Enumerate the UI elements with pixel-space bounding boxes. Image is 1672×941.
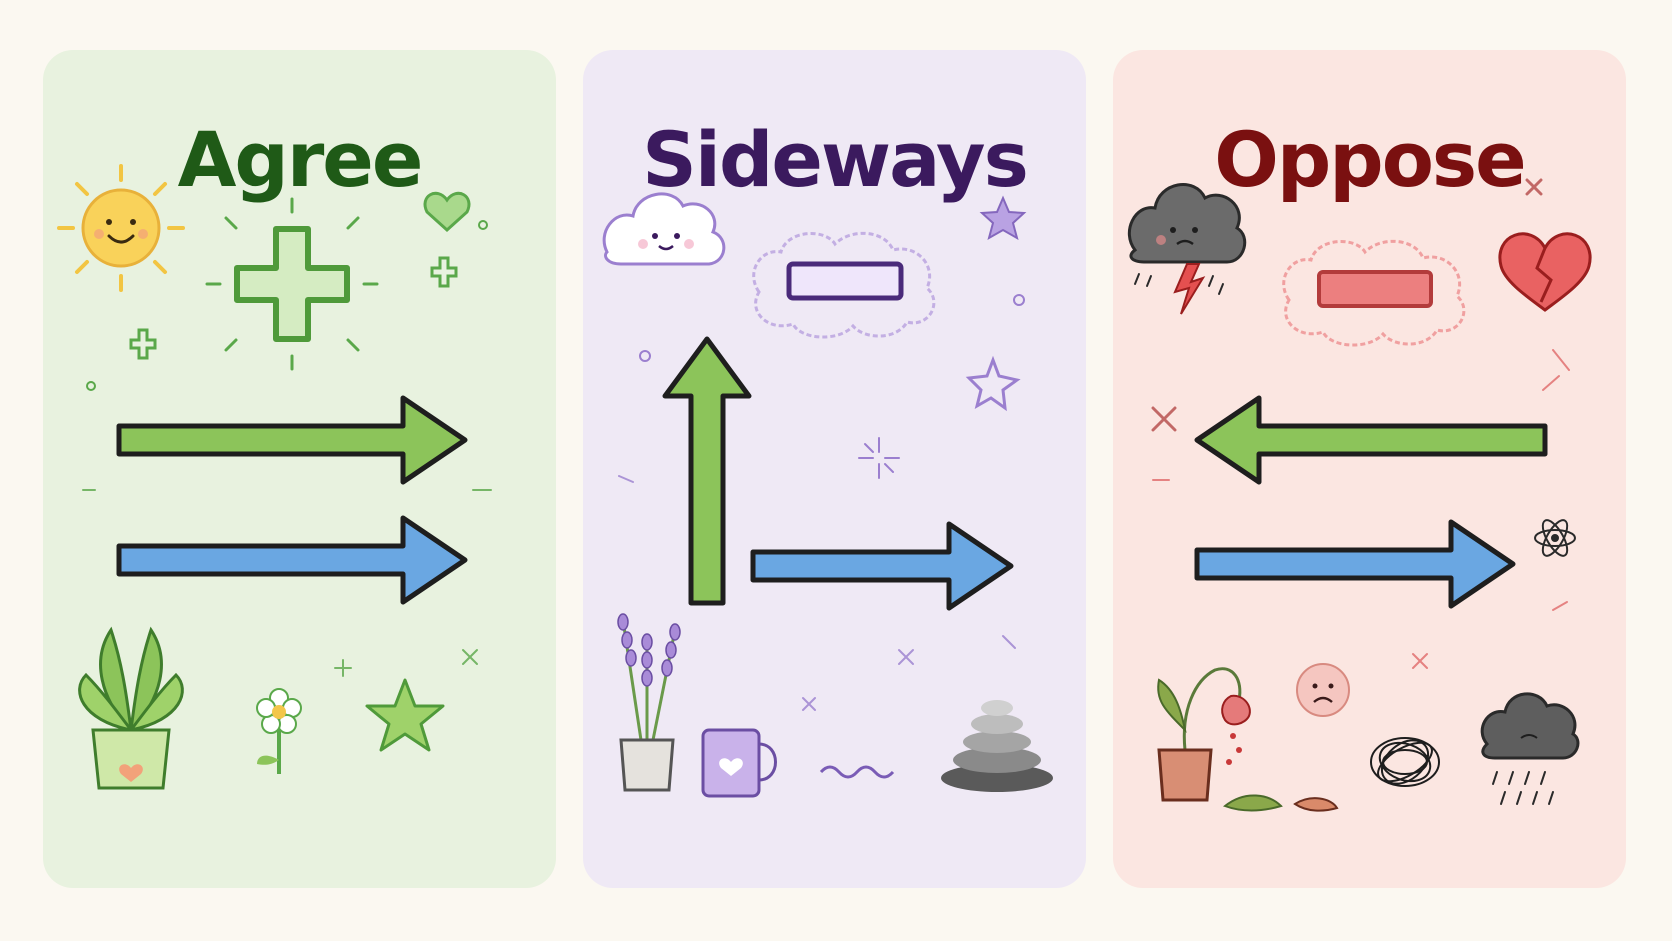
wave-icon [819,765,895,779]
oppose-illustration [1128,178,1592,812]
mug-icon [701,728,777,798]
sideways-illustration [602,192,1053,798]
star-icon [965,355,1021,412]
plus-icon [205,197,379,371]
plant-icon [78,626,184,790]
green-arrow-left [1194,395,1548,485]
stones-icon [941,700,1053,792]
star-icon [365,678,445,752]
plus-small-icon [430,256,458,288]
blue-arrow-right [750,521,1014,611]
agree-illustration [57,164,492,790]
panel-title-sideways: Sideways [642,115,1029,204]
heart-icon [423,191,471,233]
panel-title-oppose: Oppose [1214,115,1526,204]
star-icon [979,195,1027,241]
blue-arrow-right [1194,519,1516,609]
green-arrow-right [116,395,468,485]
blue-arrow-right [116,515,468,605]
sideways-panel: Sideways [583,50,1086,888]
sad-face-icon [1296,663,1350,717]
green-arrow-up [662,336,752,606]
minus-icon [1282,239,1466,347]
plus-small-icon [129,328,157,360]
agree-panel: Agree [43,50,556,888]
minus-icon [752,231,936,339]
atom-icon [1534,519,1576,557]
wilted-plant-icon [1157,667,1339,812]
panel-title-agree: Agree [177,115,424,204]
lavender-icon [617,613,681,792]
scribble-icon [1370,737,1440,787]
cloud-icon [602,192,726,266]
oppose-panel: Oppose [1113,50,1626,888]
rain-cloud-icon [1480,692,1580,805]
sun-icon [57,164,185,292]
flower-icon [256,688,302,774]
broken-heart-icon [1498,232,1592,312]
storm-cloud-icon [1128,183,1247,315]
